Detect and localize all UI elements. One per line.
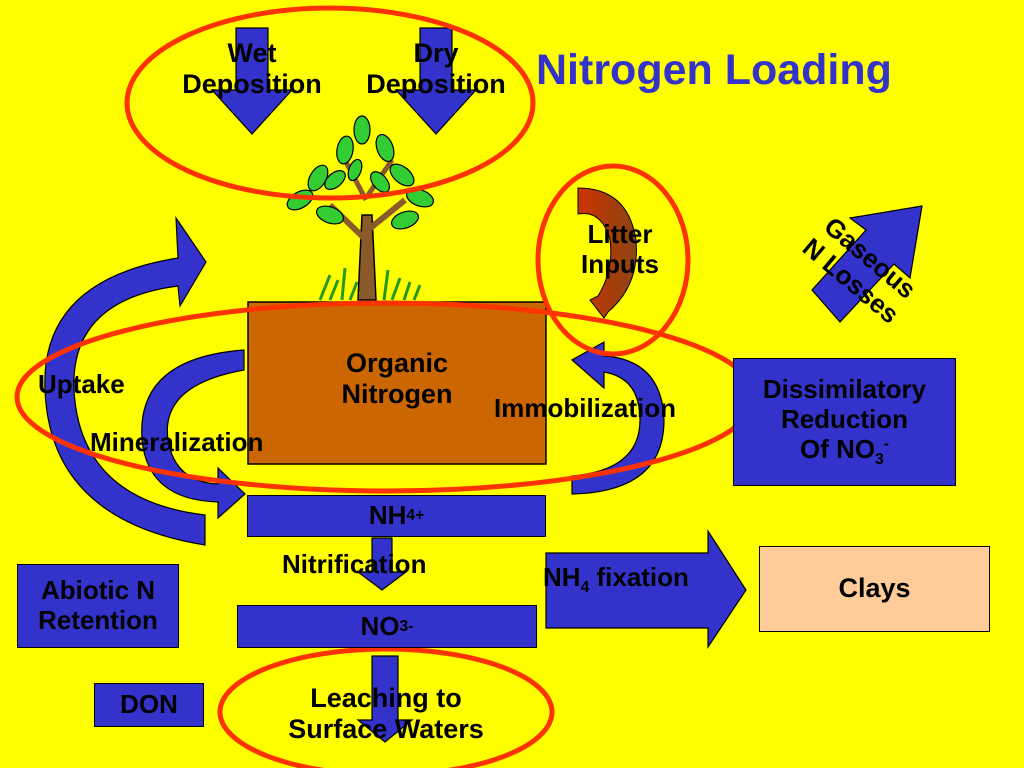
dry-deposition-text: Deposition bbox=[366, 69, 506, 100]
immobilization-label: Immobilization bbox=[494, 393, 676, 423]
nh4-fixation-nh-text: NH bbox=[543, 562, 581, 592]
clays-text: Clays bbox=[838, 573, 911, 604]
organic-text: Organic bbox=[345, 348, 449, 378]
reduction-text: Reduction bbox=[780, 403, 909, 434]
nh4-subscript: 4 bbox=[406, 507, 416, 525]
no3-box-subscript: 3 bbox=[399, 617, 409, 635]
leaching-label: Leaching to Surface Waters bbox=[236, 683, 536, 745]
of-no3-text: Of NO3- bbox=[800, 433, 889, 469]
no3-box-superscript: - bbox=[408, 617, 414, 635]
litter-text: Litter bbox=[587, 219, 653, 249]
nitrification-label: Nitrification bbox=[282, 549, 427, 579]
nitrification-arrow bbox=[356, 537, 408, 591]
leaching-to-text: Leaching to bbox=[310, 683, 462, 713]
organic-nitrogen-box bbox=[247, 301, 547, 465]
mineralization-arrow bbox=[141, 349, 246, 520]
gaseous-n-losses-arrow bbox=[811, 205, 923, 323]
organic-nitrogen-label: Organic Nitrogen bbox=[248, 348, 546, 410]
litter-inputs-arrow bbox=[577, 187, 637, 319]
nh4-fixation-label: NH4 fixation bbox=[543, 562, 689, 597]
nh4-fixation-rest-text: fixation bbox=[589, 562, 689, 592]
of-no-text: Of NO bbox=[800, 433, 876, 464]
dissimilatory-text: Dissimilatory bbox=[762, 374, 927, 405]
abiotic-n-retention-box: Abiotic N Retention bbox=[17, 564, 179, 648]
mineralization-label: Mineralization bbox=[90, 427, 264, 457]
dissimilatory-reduction-box: Dissimilatory Reduction Of NO3- bbox=[733, 358, 956, 486]
inputs-text: Inputs bbox=[581, 248, 659, 279]
litter-inputs-label: Litter Inputs bbox=[560, 219, 680, 280]
dry-deposition-label: Dry Deposition bbox=[346, 38, 526, 100]
nh4-superscript: + bbox=[415, 507, 425, 525]
don-box: DON bbox=[94, 683, 204, 727]
abiotic-n-text: Abiotic N bbox=[40, 575, 156, 606]
wet-deposition-arrow bbox=[210, 27, 294, 135]
clays-box: Clays bbox=[759, 546, 990, 632]
leaching-arrow bbox=[356, 655, 414, 743]
wet-deposition-label: Wet Deposition bbox=[162, 38, 342, 100]
no3-superscript: - bbox=[883, 435, 889, 453]
no3-text: NO bbox=[360, 610, 400, 641]
wet-deposition-text: Deposition bbox=[182, 69, 322, 100]
litter-highlight-ring bbox=[535, 163, 691, 357]
nh4-text: NH bbox=[368, 500, 407, 531]
uptake-label: Uptake bbox=[38, 369, 125, 399]
immobilization-arrow bbox=[570, 340, 665, 495]
nh4-fixation-arrow bbox=[545, 528, 747, 649]
wet-label: Wet bbox=[227, 38, 277, 68]
uptake-arrow bbox=[44, 215, 207, 546]
dry-deposition-arrow bbox=[394, 27, 478, 135]
nitrogen-text: Nitrogen bbox=[341, 379, 453, 410]
surface-waters-text: Surface Waters bbox=[288, 714, 484, 745]
page-title: Nitrogen Loading bbox=[536, 46, 892, 94]
tree-icon bbox=[286, 115, 435, 301]
no3-subscript: 3 bbox=[875, 451, 884, 469]
deposition-highlight-ring bbox=[124, 5, 536, 201]
retention-text: Retention bbox=[38, 605, 158, 635]
nh4-fixation-subscript: 4 bbox=[580, 579, 590, 597]
dry-label: Dry bbox=[413, 38, 459, 68]
don-text: DON bbox=[120, 689, 178, 720]
leaching-highlight-ring bbox=[217, 646, 555, 768]
